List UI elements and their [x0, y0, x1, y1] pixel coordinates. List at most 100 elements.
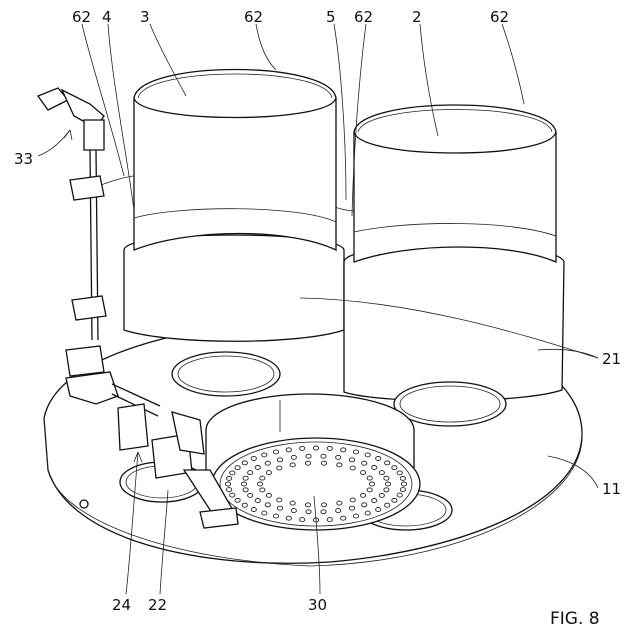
perforation-hole — [257, 482, 262, 486]
perforation-hole — [262, 453, 267, 457]
cylinder-left — [124, 70, 344, 342]
perforation-hole — [291, 455, 296, 459]
perforation-hole — [321, 503, 326, 507]
perforation-hole — [290, 501, 295, 505]
perforation-hole — [255, 499, 260, 503]
perforation-hole — [265, 461, 270, 465]
perforation-hole — [235, 498, 240, 502]
perforation-hole — [385, 461, 390, 465]
perforation-hole — [235, 466, 240, 470]
perforation-hole — [401, 482, 406, 486]
perforation-hole — [367, 476, 372, 480]
perforation-hole — [379, 471, 384, 475]
perforation-hole — [290, 463, 295, 467]
perforation-hole — [384, 488, 389, 492]
label-11: 11 — [602, 480, 621, 498]
perforation-hole — [321, 510, 326, 514]
perforation-hole — [361, 471, 366, 475]
label-5: 5 — [326, 8, 336, 26]
perforation-hole — [273, 514, 278, 518]
perforation-hole — [286, 516, 291, 520]
perforation-hole — [385, 482, 390, 486]
perforation-hole — [225, 482, 230, 486]
perforation-hole — [265, 503, 270, 507]
perforation-hole — [230, 493, 235, 497]
perforation-hole — [313, 446, 318, 450]
perforation-hole — [291, 509, 296, 513]
perforation-hole — [362, 503, 367, 507]
label-4: 4 — [102, 8, 112, 26]
perforation-hole — [266, 493, 271, 497]
perforation-hole — [227, 488, 232, 492]
perforation-hole — [376, 457, 381, 461]
perforation-hole — [327, 518, 332, 522]
perforation-hole — [392, 498, 397, 502]
perforation-hole — [255, 466, 260, 470]
perforation-hole — [321, 454, 326, 458]
perforation-hole — [273, 450, 278, 454]
perforation-hole — [384, 476, 389, 480]
perforation-hole — [341, 448, 346, 452]
label-3: 3 — [140, 8, 150, 26]
perforation-hole — [305, 461, 310, 465]
perforation-hole — [262, 511, 267, 515]
label-62-c: 62 — [354, 8, 373, 26]
perforation-hole — [277, 466, 282, 470]
perforation-hole — [243, 476, 248, 480]
perforation-hole — [336, 455, 341, 459]
central-disc — [206, 394, 420, 530]
perforation-hole — [300, 446, 305, 450]
label-62-d: 62 — [490, 8, 509, 26]
perforation-hole — [372, 466, 377, 470]
perforation-hole — [376, 508, 381, 512]
perforation-hole — [367, 488, 372, 492]
perforation-hole — [336, 509, 341, 513]
perforation-hole — [241, 482, 246, 486]
perforation-hole — [227, 476, 232, 480]
label-33: 33 — [14, 150, 33, 168]
perforation-hole — [350, 498, 355, 502]
perforation-hole — [248, 493, 253, 497]
perforation-hole — [353, 450, 358, 454]
perforation-hole — [251, 457, 256, 461]
perforation-hole — [392, 466, 397, 470]
perforation-hole — [286, 448, 291, 452]
perforation-hole — [341, 516, 346, 520]
perforation-hole — [300, 518, 305, 522]
perforation-hole — [353, 514, 358, 518]
perforation-hole — [251, 508, 256, 512]
label-2: 2 — [412, 8, 422, 26]
perforation-hole — [242, 503, 247, 507]
perforation-hole — [230, 471, 235, 475]
perforation-hole — [248, 471, 253, 475]
perforation-hole — [242, 461, 247, 465]
perforation-hole — [365, 453, 370, 457]
perforation-hole — [337, 501, 342, 505]
perforation-hole — [260, 476, 265, 480]
perforation-hole — [337, 463, 342, 467]
perforation-hole — [400, 476, 405, 480]
perforation-hole — [306, 454, 311, 458]
perforation-hole — [277, 506, 282, 510]
perforation-hole — [305, 503, 310, 507]
perforation-hole — [379, 493, 384, 497]
perforation-hole — [349, 458, 354, 462]
perforation-hole — [372, 499, 377, 503]
perforation-hole — [266, 471, 271, 475]
perforation-hole — [365, 511, 370, 515]
perforation-hole — [397, 493, 402, 497]
perforation-hole — [349, 506, 354, 510]
perforation-hole — [260, 488, 265, 492]
perforation-hole — [327, 446, 332, 450]
perforation-hole — [277, 458, 282, 462]
perforation-hole — [385, 503, 390, 507]
perforation-hole — [400, 488, 405, 492]
perforation-hole — [321, 461, 326, 465]
label-62-b: 62 — [244, 8, 263, 26]
label-21: 21 — [602, 350, 621, 368]
perforation-hole — [361, 493, 366, 497]
label-30: 30 — [308, 596, 327, 614]
figure-caption: FIG. 8 — [550, 609, 600, 629]
label-22: 22 — [148, 596, 167, 614]
